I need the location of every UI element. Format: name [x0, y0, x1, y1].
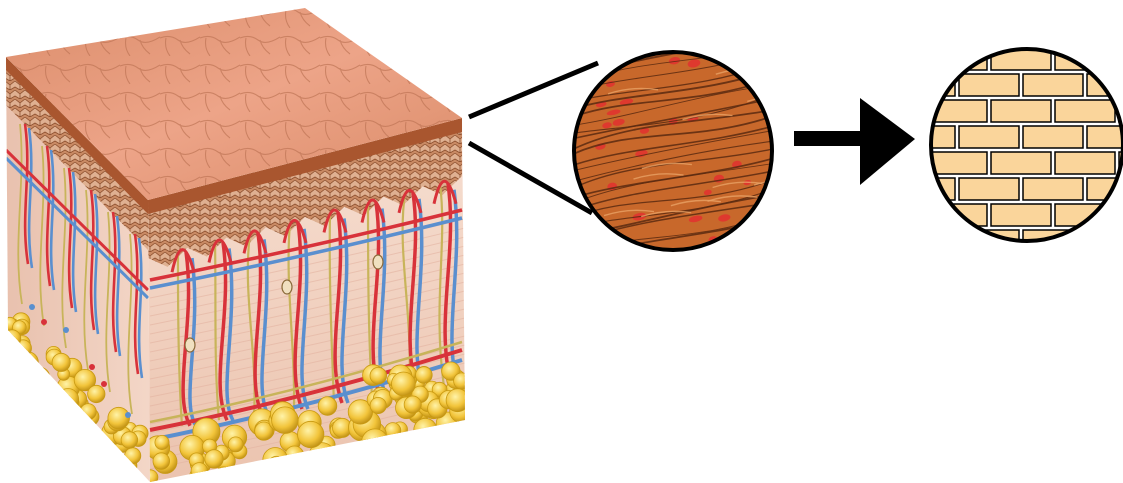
brick: [991, 100, 1051, 122]
fat-cell: [285, 446, 304, 465]
fat-cell: [52, 353, 70, 371]
brick: [991, 152, 1051, 174]
fat-cell: [125, 448, 141, 464]
brick: [1055, 152, 1115, 174]
fat-cell: [313, 453, 336, 476]
fat-cell: [446, 389, 469, 412]
fat-cell: [237, 464, 259, 483]
vessel-cross-section: [29, 304, 35, 310]
fat-cell: [215, 467, 231, 483]
brick: [991, 204, 1051, 226]
brick: [959, 126, 1019, 148]
fat-cell: [392, 372, 416, 396]
fat-cell: [263, 448, 288, 473]
brick: [1087, 230, 1123, 252]
fat-cell: [18, 352, 38, 372]
fat-cell: [108, 407, 130, 429]
fat-cell: [194, 478, 214, 483]
fat-cell: [3, 330, 20, 347]
brick: [1023, 74, 1083, 96]
brick: [959, 74, 1019, 96]
fat-cell: [40, 386, 59, 405]
hair-follicle: [282, 280, 292, 294]
fat-cell: [15, 340, 32, 357]
brick: [1119, 48, 1123, 70]
vessel-cross-section: [41, 319, 47, 325]
magnified-tissue-circle: [570, 35, 804, 278]
fat-cell: [121, 432, 138, 449]
fat-cell: [216, 468, 237, 483]
brick: [1023, 178, 1083, 200]
fat-cell: [370, 397, 386, 413]
fat-cell: [155, 435, 169, 449]
fat-cell: [88, 385, 105, 402]
brick: [1087, 126, 1123, 148]
fat-cell: [52, 394, 72, 414]
fat-cell: [385, 423, 401, 439]
vessel-cross-section: [101, 381, 107, 387]
fat-cell: [228, 437, 243, 452]
brick: [895, 230, 955, 252]
fat-cell: [298, 421, 324, 447]
fat-cell: [191, 463, 207, 479]
fat-cell: [370, 367, 387, 384]
cell-nucleus: [721, 240, 735, 248]
fat-cell: [272, 407, 299, 434]
fat-cell: [29, 367, 49, 387]
fat-cell: [362, 429, 389, 456]
fat-cell: [404, 396, 421, 413]
fat-cell: [30, 365, 43, 378]
vessel-cross-section: [89, 364, 95, 370]
fat-cell: [318, 397, 337, 416]
right-arrow-icon: [794, 98, 915, 185]
fat-cell: [395, 434, 413, 452]
fat-cell: [348, 447, 367, 466]
hair-follicle: [185, 338, 195, 352]
fat-cell: [414, 418, 437, 441]
brick: [831, 74, 891, 96]
fat-cell: [80, 404, 96, 420]
brick: [863, 204, 923, 226]
fat-cell: [9, 358, 31, 380]
fat-cell: [288, 458, 311, 481]
cell-nucleus: [617, 51, 632, 61]
skin-block: [0, 8, 480, 483]
fat-cell: [312, 449, 333, 470]
brick: [1119, 204, 1123, 226]
fat-cell: [57, 389, 78, 410]
fat-cell: [268, 456, 284, 472]
brick: [927, 48, 987, 70]
brick: [863, 48, 923, 70]
vessel-cross-section: [125, 412, 131, 418]
brick: [831, 230, 891, 252]
brick: [927, 204, 987, 226]
vessel-cross-section: [63, 327, 69, 333]
fat-cell: [411, 430, 438, 457]
brick: [1055, 100, 1115, 122]
fat-cell: [416, 367, 433, 384]
fat-cell: [205, 450, 223, 468]
cell-nucleus: [753, 236, 762, 244]
brick: [959, 178, 1019, 200]
fat-cell: [153, 453, 170, 470]
fat-cell: [454, 373, 470, 389]
hair-follicle: [373, 255, 383, 269]
brick: [1023, 126, 1083, 148]
